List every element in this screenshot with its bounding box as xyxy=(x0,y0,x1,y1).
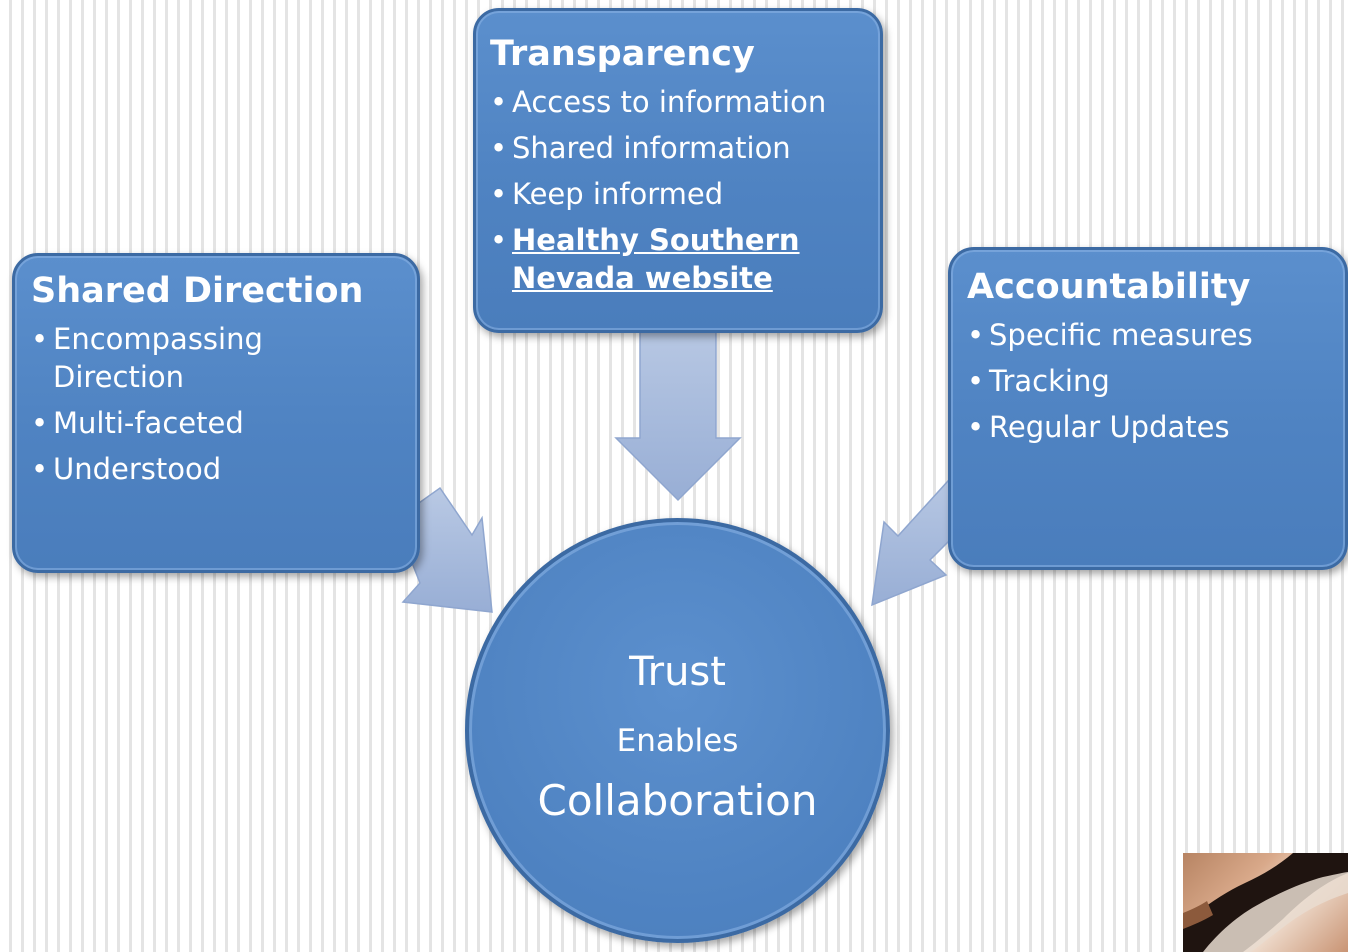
shared-direction-box: Shared Direction Encompassing Direction … xyxy=(12,253,420,573)
healthy-southern-nevada-link[interactable]: Healthy Southern Nevada website xyxy=(512,221,880,297)
link-line-1: Healthy Southern xyxy=(512,223,800,257)
accountability-box: Accountability Specific measures Trackin… xyxy=(948,247,1348,570)
link-line-2: Nevada website xyxy=(512,261,773,295)
hand-image xyxy=(1183,853,1348,952)
accountability-list: Specific measures Tracking Regular Updat… xyxy=(967,316,1345,446)
center-line-trust: Trust xyxy=(629,649,726,695)
transparency-box: Transparency Access to information Share… xyxy=(473,8,883,333)
list-item: Access to information xyxy=(490,83,880,121)
shared-direction-list: Encompassing Direction Multi-faceted Und… xyxy=(31,320,417,488)
trust-circle: Trust Enables Collaboration xyxy=(465,518,890,943)
center-line-collaboration: Collaboration xyxy=(537,776,818,825)
shared-direction-title: Shared Direction xyxy=(31,271,364,311)
list-item-link: Healthy Southern Nevada website xyxy=(490,221,880,297)
corner-photo xyxy=(1183,853,1348,952)
list-item: Shared information xyxy=(490,129,880,167)
list-item: Specific measures xyxy=(967,316,1345,354)
list-item: Encompassing Direction xyxy=(31,320,283,396)
list-item: Understood xyxy=(31,450,417,488)
list-item: Regular Updates xyxy=(967,408,1345,446)
transparency-list: Access to information Shared information… xyxy=(490,83,880,297)
center-line-enables: Enables xyxy=(616,723,739,759)
transparency-title: Transparency xyxy=(490,34,755,74)
accountability-title: Accountability xyxy=(967,267,1251,307)
list-item: Multi-faceted xyxy=(31,404,417,442)
arrow-down xyxy=(614,319,742,502)
list-item: Tracking xyxy=(967,362,1345,400)
list-item: Keep informed xyxy=(490,175,880,213)
